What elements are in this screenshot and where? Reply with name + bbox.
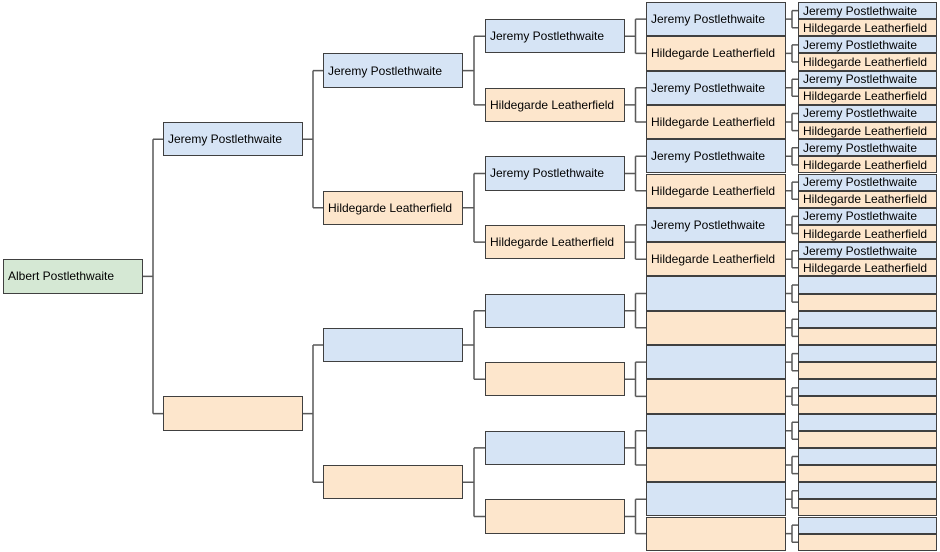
tree-node-gen3-1[interactable]: Jeremy Postlethwaite bbox=[323, 53, 463, 88]
tree-node-gen6-5[interactable]: Jeremy Postlethwaite bbox=[798, 70, 937, 88]
tree-node-gen5-13[interactable] bbox=[646, 413, 786, 448]
tree-node-gen6-19[interactable] bbox=[798, 310, 937, 328]
tree-node-gen4-5[interactable] bbox=[485, 293, 625, 328]
tree-node-gen5-8[interactable]: Hildegarde Leatherfield bbox=[646, 242, 786, 277]
tree-node-gen2-2[interactable] bbox=[163, 396, 303, 431]
tree-node-gen4-1[interactable]: Jeremy Postlethwaite bbox=[485, 19, 625, 54]
tree-node-gen5-4[interactable]: Hildegarde Leatherfield bbox=[646, 104, 786, 140]
tree-node-gen6-4[interactable]: Hildegarde Leatherfield bbox=[798, 53, 937, 71]
tree-node-gen6-3[interactable]: Jeremy Postlethwaite bbox=[798, 36, 937, 54]
tree-node-gen5-15[interactable] bbox=[646, 482, 786, 517]
tree-node-gen6-2[interactable]: Hildegarde Leatherfield bbox=[798, 19, 937, 37]
tree-node-gen5-9[interactable] bbox=[646, 276, 786, 311]
tree-node-gen6-12[interactable]: Hildegarde Leatherfield bbox=[798, 190, 937, 208]
tree-node-gen5-14[interactable] bbox=[646, 447, 786, 483]
tree-node-gen4-7[interactable] bbox=[485, 430, 625, 466]
tree-node-gen6-17[interactable] bbox=[798, 276, 937, 294]
tree-node-gen6-10[interactable]: Hildegarde Leatherfield bbox=[798, 156, 937, 174]
tree-node-gen6-21[interactable] bbox=[798, 345, 937, 363]
tree-node-gen6-20[interactable] bbox=[798, 327, 937, 345]
tree-node-gen6-8[interactable]: Hildegarde Leatherfield bbox=[798, 122, 937, 140]
tree-node-gen3-3[interactable] bbox=[323, 327, 463, 363]
tree-node-gen6-24[interactable] bbox=[798, 396, 937, 414]
tree-node-gen6-18[interactable] bbox=[798, 293, 937, 311]
tree-node-gen6-27[interactable] bbox=[798, 447, 937, 466]
tree-node-gen6-16[interactable]: Hildegarde Leatherfield bbox=[798, 259, 937, 277]
tree-node-gen6-31[interactable] bbox=[798, 516, 937, 534]
tree-node-gen6-11[interactable]: Jeremy Postlethwaite bbox=[798, 173, 937, 191]
tree-node-gen6-32[interactable] bbox=[798, 533, 937, 551]
tree-node-gen6-13[interactable]: Jeremy Postlethwaite bbox=[798, 207, 937, 225]
tree-node-gen6-15[interactable]: Jeremy Postlethwaite bbox=[798, 242, 937, 260]
tree-node-gen5-6[interactable]: Hildegarde Leatherfield bbox=[646, 173, 786, 208]
tree-node-gen5-16[interactable] bbox=[646, 516, 786, 551]
tree-node-gen5-2[interactable]: Hildegarde Leatherfield bbox=[646, 36, 786, 71]
tree-node-gen6-30[interactable] bbox=[798, 499, 937, 517]
tree-node-gen5-3[interactable]: Jeremy Postlethwaite bbox=[646, 70, 786, 105]
tree-node-gen4-3[interactable]: Jeremy Postlethwaite bbox=[485, 156, 625, 191]
tree-node-gen4-6[interactable] bbox=[485, 362, 625, 397]
tree-node-gen6-1[interactable]: Jeremy Postlethwaite bbox=[798, 2, 937, 20]
tree-node-gen5-7[interactable]: Jeremy Postlethwaite bbox=[646, 207, 786, 243]
tree-node-gen6-14[interactable]: Hildegarde Leatherfield bbox=[798, 224, 937, 243]
tree-node-gen5-10[interactable] bbox=[646, 310, 786, 345]
tree-node-gen3-2[interactable]: Hildegarde Leatherfield bbox=[323, 190, 463, 225]
tree-node-gen6-25[interactable] bbox=[798, 413, 937, 431]
tree-node-gen4-2[interactable]: Hildegarde Leatherfield bbox=[485, 87, 625, 123]
tree-node-gen6-9[interactable]: Jeremy Postlethwaite bbox=[798, 139, 937, 157]
tree-node-gen4-4[interactable]: Hildegarde Leatherfield bbox=[485, 224, 625, 260]
tree-node-gen6-29[interactable] bbox=[798, 482, 937, 500]
tree-node-gen5-12[interactable] bbox=[646, 379, 786, 414]
tree-node-gen6-23[interactable] bbox=[798, 379, 937, 397]
tree-node-gen6-26[interactable] bbox=[798, 430, 937, 448]
tree-node-gen3-4[interactable] bbox=[323, 465, 463, 500]
tree-node-gen6-22[interactable] bbox=[798, 362, 937, 380]
tree-node-gen5-5[interactable]: Jeremy Postlethwaite bbox=[646, 139, 786, 174]
tree-connector-lines bbox=[143, 9, 798, 543]
tree-node-gen1-1[interactable]: Albert Postlethwaite bbox=[3, 259, 143, 294]
tree-node-gen5-11[interactable] bbox=[646, 345, 786, 380]
tree-node-gen5-1[interactable]: Jeremy Postlethwaite bbox=[646, 2, 786, 37]
tree-node-gen6-6[interactable]: Hildegarde Leatherfield bbox=[798, 87, 937, 105]
tree-node-gen6-28[interactable] bbox=[798, 465, 937, 483]
tree-node-gen2-1[interactable]: Jeremy Postlethwaite bbox=[163, 122, 303, 157]
tree-node-gen4-8[interactable] bbox=[485, 499, 625, 534]
tree-node-gen6-7[interactable]: Jeremy Postlethwaite bbox=[798, 104, 937, 123]
